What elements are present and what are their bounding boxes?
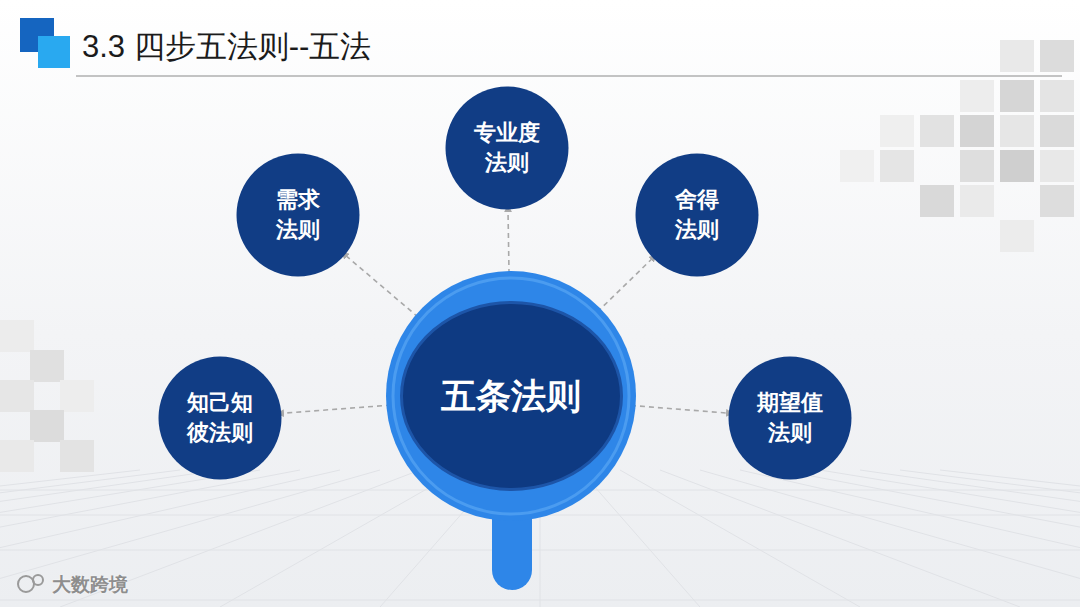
rule-label: 舍得 法则 [675, 185, 719, 245]
deco-square [1000, 80, 1034, 112]
deco-square [1000, 150, 1034, 182]
logo-ring [18, 576, 34, 592]
node-outline [634, 152, 760, 278]
node-outline [235, 152, 361, 278]
deco-square [1000, 115, 1034, 147]
floor-line [0, 470, 220, 607]
rule-circle: 期望值 法则 [727, 355, 853, 481]
deco-square [1000, 40, 1034, 72]
node-outline [444, 85, 570, 211]
floor-line [0, 470, 380, 607]
deco-square [960, 80, 994, 112]
deco-square [1040, 115, 1074, 147]
rule-label: 五条法则 [441, 372, 581, 420]
node-fill [446, 87, 569, 210]
deco-square [1040, 150, 1074, 182]
floor-line [780, 470, 1080, 607]
deco-square [60, 380, 94, 412]
deco-square [1040, 80, 1074, 112]
deco-square [1000, 220, 1034, 252]
floor-line [0, 550, 1080, 551]
floor-line [660, 470, 1020, 607]
rule-label: 需求 法则 [276, 185, 320, 245]
rule-circle: 专业度 法则 [444, 85, 570, 211]
node-outline [157, 355, 283, 481]
rule-label: 知己知 彼法则 [187, 388, 253, 448]
floor-line [0, 470, 180, 607]
rule-circle: 舍得 法则 [634, 152, 760, 278]
magnifier-highlight [393, 278, 629, 514]
node-outline [727, 355, 853, 481]
floor-line [740, 470, 1080, 607]
deco-square [880, 150, 914, 182]
logo-ring [33, 575, 43, 585]
title-icon [38, 36, 70, 68]
floor-line [220, 470, 460, 607]
node-fill [401, 303, 621, 490]
rule-label: 专业度 法则 [474, 118, 540, 178]
watermark-logo [18, 575, 43, 592]
floor-line [900, 470, 1080, 607]
deco-square [1040, 185, 1074, 217]
deco-square [1040, 40, 1074, 72]
magnifier-ring [386, 271, 636, 521]
deco-square [60, 440, 94, 472]
center-ellipse: 五条法则 [400, 301, 623, 491]
deco-square [880, 115, 914, 147]
node-fill [237, 154, 360, 277]
deco-square [840, 150, 874, 182]
floor-line [860, 470, 1080, 607]
floor-line [620, 470, 860, 607]
rule-label: 期望值 法则 [757, 388, 823, 448]
node-fill [729, 357, 852, 480]
floor-line [580, 470, 700, 607]
node-fill [159, 357, 282, 480]
floor-line [0, 470, 340, 607]
title-rule [76, 76, 1062, 77]
deco-square [960, 150, 994, 182]
deco-square [920, 185, 954, 217]
deco-square [0, 440, 34, 472]
deco-square [0, 320, 34, 352]
node-fill [636, 154, 759, 277]
dashed-arrow [277, 404, 400, 413]
rule-circle: 知己知 彼法则 [157, 355, 283, 481]
floor-line [820, 470, 1080, 607]
slide-title: 3.3 四步五法则--五法 [82, 26, 371, 68]
deco-square [960, 115, 994, 147]
deco-square [960, 185, 994, 217]
deco-square [0, 380, 34, 412]
floor-line [0, 600, 1080, 601]
deco-square [30, 410, 64, 442]
watermark: 大数跨境 [52, 572, 128, 598]
deco-square [30, 350, 64, 382]
deco-square [920, 115, 954, 147]
floor-line [940, 470, 1080, 607]
rule-circle: 需求 法则 [235, 152, 361, 278]
dashed-arrow [622, 405, 733, 414]
